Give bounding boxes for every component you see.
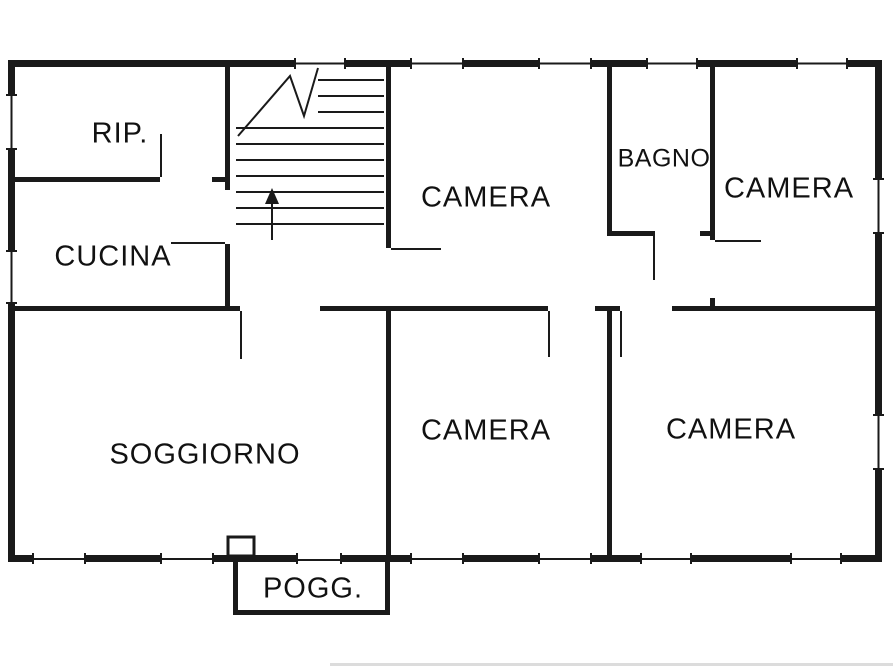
stairs-up-arrow-icon	[265, 188, 279, 240]
balcony-door	[296, 553, 342, 564]
room-label-cucina: CUCINA	[54, 240, 172, 273]
room-label-camera-top-middle: CAMERA	[420, 181, 552, 214]
room-label-camera-bottom-middle: CAMERA	[420, 414, 552, 447]
door-leaves	[160, 134, 761, 359]
wall-pier	[226, 535, 256, 558]
stair-break-line	[237, 67, 319, 137]
room-label-camera-top-right: CAMERA	[723, 172, 855, 205]
balcony-walls	[233, 562, 390, 615]
interior-walls	[15, 67, 875, 555]
room-label-soggiorno: SOGGIORNO	[109, 438, 301, 471]
room-label-poggiolo: POGG.	[262, 572, 364, 605]
room-label-bagno: BAGNO	[617, 144, 711, 173]
scan-artifact	[330, 663, 893, 666]
room-label-rip: RIP.	[91, 117, 149, 150]
windows	[6, 58, 884, 564]
staircase	[236, 67, 384, 225]
room-label-camera-bottom-right: CAMERA	[665, 413, 797, 446]
